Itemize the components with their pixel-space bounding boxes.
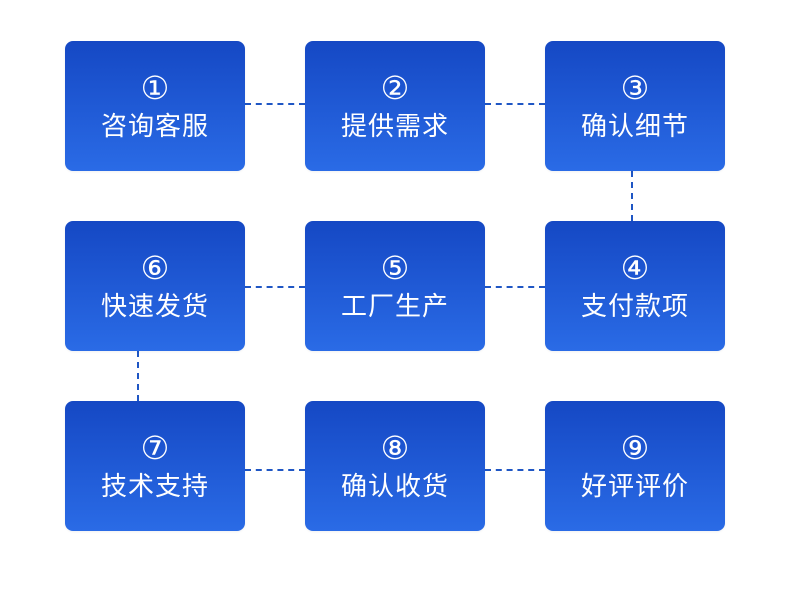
step-7-number: ⑦: [140, 429, 170, 467]
step-7-label: 技术支持: [100, 472, 209, 502]
step-7-box: ⑦ 技术支持: [65, 401, 245, 531]
step-4-label: 支付款项: [580, 292, 689, 322]
connector-2-3: [485, 103, 545, 105]
connector-6-7: [137, 351, 139, 401]
step-5-number: ⑤: [380, 249, 410, 287]
step-9-box: ⑨ 好评评价: [545, 401, 725, 531]
connector-7-8: [245, 469, 305, 471]
step-2-box: ② 提供需求: [305, 41, 485, 171]
connector-8-9: [485, 469, 545, 471]
step-2-label: 提供需求: [340, 112, 449, 142]
connector-5-6: [245, 286, 305, 288]
step-8-label: 确认收货: [340, 472, 449, 502]
step-3-number: ③: [620, 69, 650, 107]
step-3-label: 确认细节: [580, 112, 689, 142]
step-8-number: ⑧: [380, 429, 410, 467]
step-5-label: 工厂生产: [340, 292, 449, 322]
step-5-box: ⑤ 工厂生产: [305, 221, 485, 351]
step-6-number: ⑥: [140, 249, 170, 287]
step-2-number: ②: [380, 69, 410, 107]
step-8-box: ⑧ 确认收货: [305, 401, 485, 531]
step-1-label: 咨询客服: [100, 112, 209, 142]
step-4-box: ④ 支付款项: [545, 221, 725, 351]
step-6-label: 快速发货: [100, 292, 209, 322]
step-6-box: ⑥ 快速发货: [65, 221, 245, 351]
connector-1-2: [245, 103, 305, 105]
connector-3-4: [631, 171, 633, 221]
step-4-number: ④: [620, 249, 650, 287]
step-1-box: ① 咨询客服: [65, 41, 245, 171]
step-9-label: 好评评价: [580, 472, 689, 502]
step-3-box: ③ 确认细节: [545, 41, 725, 171]
step-9-number: ⑨: [620, 429, 650, 467]
step-1-number: ①: [140, 69, 170, 107]
connector-4-5: [485, 286, 545, 288]
